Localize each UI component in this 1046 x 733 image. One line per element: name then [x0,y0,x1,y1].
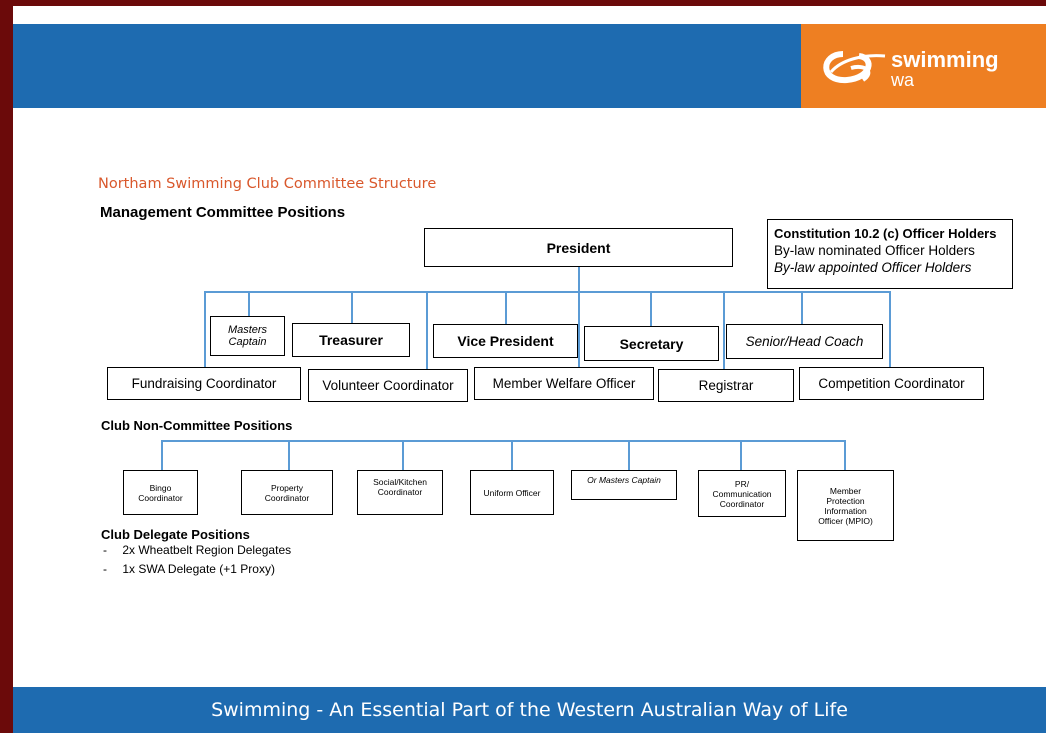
connector-social [402,440,404,470]
logo-word-swimming: swimming [891,47,999,72]
head-coach-box: Senior/Head Coach [726,324,883,359]
connector-head-coach [801,291,803,327]
connector-registrar [723,291,725,377]
uniform-box: Uniform Officer [470,470,554,515]
connector-member-welfare [578,291,580,371]
management-connector-bar [204,291,891,293]
legend-constitution: Constitution 10.2 (c) Officer Holders [774,226,997,241]
vice-president-box: Vice President [433,324,578,358]
president-box: President [424,228,733,267]
connector-masters [248,291,250,320]
mpio-box: Member Protection Information Officer (M… [797,470,894,541]
social-kitchen-box: Social/Kitchen Coordinator [357,470,443,515]
legend-nominated: By-law nominated Officer Holders [774,243,975,258]
slide: swimming wa Northam Swimming Club Commit… [13,6,1046,733]
registrar-box: Registrar [658,369,794,402]
masters-captain-box: Masters Captain [210,316,285,356]
connector-uniform [511,440,513,470]
footer-bar: Swimming - An Essential Part of the West… [13,687,1046,733]
delegate-item-label: 2x Wheatbelt Region Delegates [122,543,292,557]
page-title: Northam Swimming Club Committee Structur… [98,176,437,192]
treasurer-box: Treasurer [292,323,410,357]
connector-pr [740,440,742,470]
connector-secretary [650,291,652,327]
connector-property [288,440,290,470]
delegate-item: - 2x Wheatbelt Region Delegates [103,543,291,557]
management-heading: Management Committee Positions [100,204,346,221]
president-connector [578,267,580,292]
non-committee-heading: Club Non-Committee Positions [101,418,293,433]
volunteer-box: Volunteer Coordinator [308,369,468,402]
property-box: Property Coordinator [241,470,333,515]
delegate-heading: Club Delegate Positions [101,527,250,542]
connector-vice-president [505,291,507,327]
connector-volunteer [426,291,428,371]
delegate-item: - 1x SWA Delegate (+1 Proxy) [103,562,275,576]
legend-appointed: By-law appointed Officer Holders [774,260,972,275]
competition-box: Competition Coordinator [799,367,984,400]
connector-fundraising [204,291,206,371]
or-masters-captain-box: Or Masters Captain [571,470,677,500]
swimming-wa-logo: swimming wa [801,24,1046,108]
non-committee-connector-bar [161,440,846,442]
connector-mpio [844,440,846,470]
secretary-box: Secretary [584,326,719,361]
pr-communication-box: PR/ Communication Coordinator [698,470,786,517]
logo-word-wa: wa [890,70,915,90]
connector-treasurer [351,291,353,326]
connector-competition [889,291,891,371]
connector-bingo [161,440,163,470]
swirl-logo-icon: swimming wa [823,47,999,90]
delegate-item-label: 1x SWA Delegate (+1 Proxy) [122,562,275,576]
legend-box: Constitution 10.2 (c) Officer Holders By… [767,219,1013,289]
footer-text: Swimming - An Essential Part of the West… [211,699,848,721]
connector-masters-captain [628,440,630,470]
bingo-box: Bingo Coordinator [123,470,198,515]
list-bullet: - [103,562,107,576]
member-welfare-box: Member Welfare Officer [474,367,654,400]
list-bullet: - [103,543,107,557]
header-bar: swimming wa [13,24,1046,108]
fundraising-box: Fundraising Coordinator [107,367,301,400]
